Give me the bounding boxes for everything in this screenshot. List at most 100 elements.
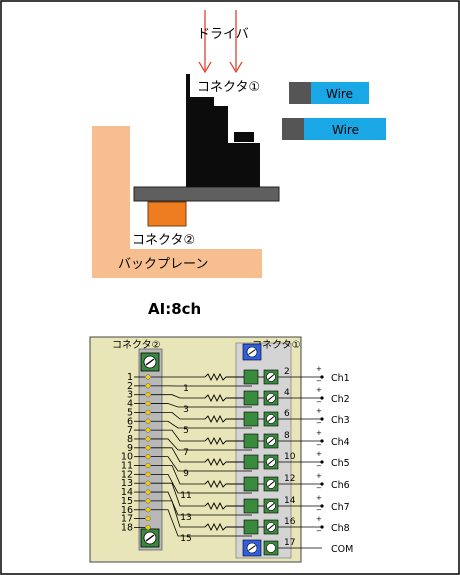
resistor-symbol [204, 414, 244, 424]
pcb [133, 186, 280, 202]
plus-sign: + [316, 429, 322, 437]
left-pin-label: 15 [121, 496, 133, 507]
terminal-left [243, 390, 259, 406]
left-pin-dot [145, 418, 151, 424]
resistor-label: 15 [180, 534, 191, 544]
plus-sign: + [316, 386, 322, 394]
channel-label: Ch7 [331, 502, 350, 513]
channel-node [320, 417, 324, 421]
backplane-label: バックプレーン [118, 257, 208, 272]
plus-sign: + [316, 494, 322, 502]
channel-node [320, 460, 324, 464]
screw-slot [145, 358, 155, 366]
channel-label: Ch2 [331, 394, 350, 405]
minus-sign: − [316, 377, 322, 385]
screw-slot [267, 374, 275, 380]
left-pin-label: 17 [121, 514, 133, 525]
minus-sign: − [316, 441, 322, 449]
schematic-connector2-label: コネクタ② [112, 339, 161, 351]
screw-slot [248, 349, 256, 355]
left-pin-dot [145, 471, 151, 477]
left-pin-dot [145, 489, 151, 495]
trace [151, 438, 252, 451]
left-pin-label: 7 [127, 425, 133, 436]
connector1-label: コネクタ① [197, 80, 260, 95]
resistor-label: 11 [180, 491, 191, 501]
trace [151, 473, 252, 494]
channel-label: Ch4 [331, 437, 350, 448]
right-pin-label: 17 [284, 538, 295, 548]
left-pin-label: 5 [127, 407, 133, 418]
channel-label: Ch1 [331, 373, 350, 384]
screw-icon [266, 543, 276, 553]
left-pin-label: 3 [127, 390, 133, 401]
minus-sign: − [316, 527, 322, 535]
channel-node [320, 396, 324, 400]
left-pin-dot [145, 507, 151, 513]
right-pin-label: 6 [284, 409, 290, 419]
trace [151, 420, 252, 429]
trace [151, 403, 252, 408]
resistor-symbol [204, 436, 244, 446]
minus-sign: − [316, 398, 322, 406]
left-pin-dot [145, 383, 151, 389]
left-pin-label: 10 [121, 452, 133, 463]
minus-sign: − [316, 506, 322, 514]
trace [151, 465, 205, 485]
screw-slot [248, 545, 256, 551]
wire2-label: Wire [332, 123, 359, 137]
right-pin-label: 14 [284, 496, 296, 506]
right-pin-label: 16 [284, 517, 296, 527]
terminal-left [243, 411, 259, 427]
backplane [92, 126, 262, 278]
channel-label: Ch5 [331, 458, 350, 469]
terminal-left [243, 498, 259, 514]
right-pin-label: 10 [284, 452, 296, 462]
wire1 [311, 82, 369, 104]
channel-node [320, 375, 324, 379]
channel-node [320, 439, 324, 443]
left-pin-label: 9 [127, 443, 133, 454]
resistor-label: 13 [180, 513, 191, 523]
screw-slot [145, 534, 155, 542]
channel-label: COM [331, 544, 353, 555]
resistor-label: 7 [183, 448, 189, 458]
minus-sign: − [316, 462, 322, 470]
connector1-body [186, 74, 260, 187]
channel-node [320, 482, 324, 486]
plus-sign: + [316, 472, 322, 480]
driver-label: ドライバ [197, 27, 249, 42]
connector2-block [147, 201, 187, 227]
right-pin-label: 4 [284, 388, 290, 398]
left-pin-dot [145, 454, 151, 460]
trace [151, 429, 205, 442]
minus-sign: − [316, 419, 322, 427]
trace [151, 447, 205, 463]
plus-sign: + [316, 407, 322, 415]
screw-slot [267, 503, 275, 509]
screw-slot [267, 524, 275, 530]
left-pin-dot [145, 401, 151, 407]
trace [151, 509, 252, 537]
resistor-symbol [204, 522, 244, 532]
left-pin-dot [145, 374, 151, 380]
resistor-symbol [204, 501, 244, 511]
left-pin-label: 16 [121, 505, 133, 516]
left-pin-dot [145, 409, 151, 415]
left-pin-dot [145, 462, 151, 469]
screw-slot [267, 481, 275, 487]
plus-sign: + [316, 365, 322, 373]
channel-node [320, 504, 324, 508]
wire1-plug [289, 82, 311, 104]
wire2-plug [282, 118, 304, 140]
connector2-strip [138, 348, 163, 551]
left-pin-label: 11 [121, 461, 133, 472]
channel-label: Ch8 [331, 523, 350, 534]
resistor-label: 3 [183, 405, 189, 415]
connector1-cap [234, 132, 254, 142]
channel-label: Ch3 [331, 415, 350, 426]
resistor-symbol [204, 393, 244, 403]
resistor-symbol [204, 372, 244, 382]
terminal-left [243, 433, 259, 449]
